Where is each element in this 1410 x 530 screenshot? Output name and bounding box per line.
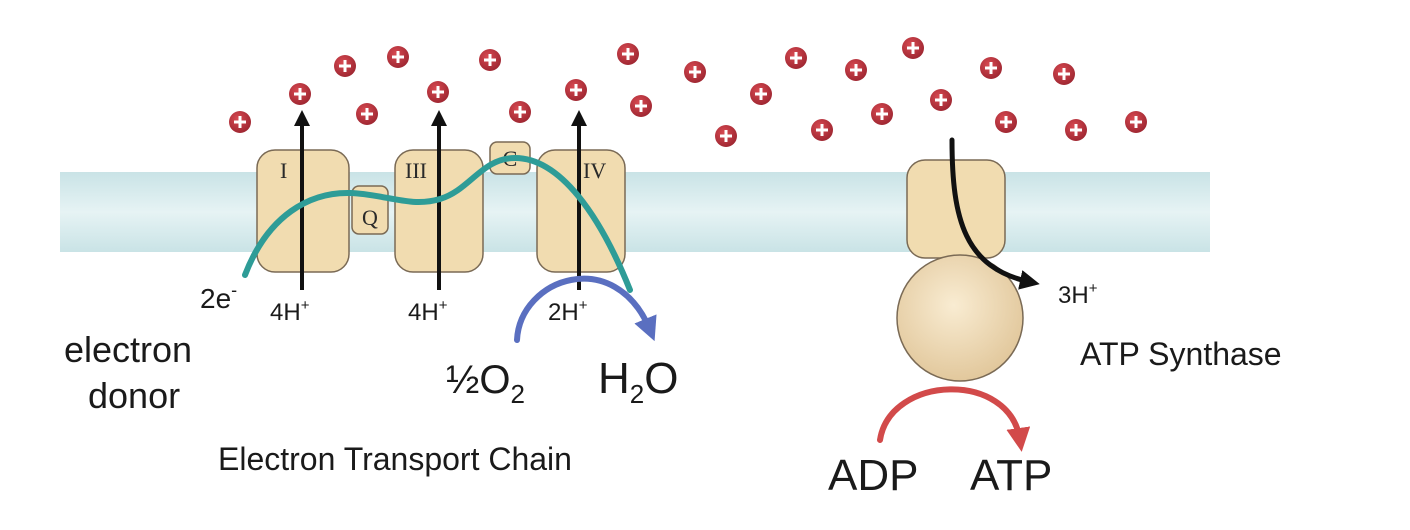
proton-icon [995,111,1017,133]
atp-synthase-label: ATP Synthase [1080,336,1282,372]
proton-icon [811,119,833,141]
complex-iii-label: III [405,158,427,183]
proton-icon [509,101,531,123]
adp-label: ADP [828,451,918,500]
oxygen-label: ½O2 [446,358,525,409]
proton-icon [387,46,409,68]
proton-icon [902,37,924,59]
proton-icon [334,55,356,77]
atp-synthase-proton-arrow [949,137,1040,290]
proton-count-atp-synthase: 3H+ [1058,280,1098,309]
proton-icon [289,83,311,105]
proton-icon [1053,63,1075,85]
etc-title: Electron Transport Chain [218,441,572,477]
proton-icon [871,103,893,125]
phosphorylation-arrow [877,386,1031,452]
electron-donor-label-line2: donor [88,375,180,416]
proton-icon [845,59,867,81]
proton-icon [565,79,587,101]
electron-donor-label-line1: electron [64,329,192,370]
proton-icon [1125,111,1147,133]
oxygen-reduction-arrow [514,275,657,343]
complex-q-label: Q [362,205,378,230]
proton-icon [715,125,737,147]
proton-count-complex-iv: 2H+ [548,297,588,326]
proton-icon [229,111,251,133]
complex-iv-label: IV [583,158,606,183]
proton-icon [427,81,449,103]
proton-icon [684,61,706,83]
complex-i-label: I [280,158,287,183]
proton-icon [356,103,378,125]
proton-icon [479,49,501,71]
proton-count-complex-iii: 4H+ [408,297,448,326]
water-label: H2O [598,354,678,409]
proton-icon [980,57,1002,79]
proton-icon [930,89,952,111]
electron-path [242,154,633,293]
proton-icon [617,43,639,65]
electrons-label: 2e- [200,280,237,314]
proton-cloud [229,37,1147,147]
membrane [60,172,1210,252]
proton-icon [1065,119,1087,141]
atp-synthase-f1 [896,254,1024,382]
proton-count-complex-i: 4H+ [270,297,310,326]
proton-icon [630,95,652,117]
atp-label: ATP [970,451,1052,500]
proton-icon [785,47,807,69]
proton-icon [750,83,772,105]
